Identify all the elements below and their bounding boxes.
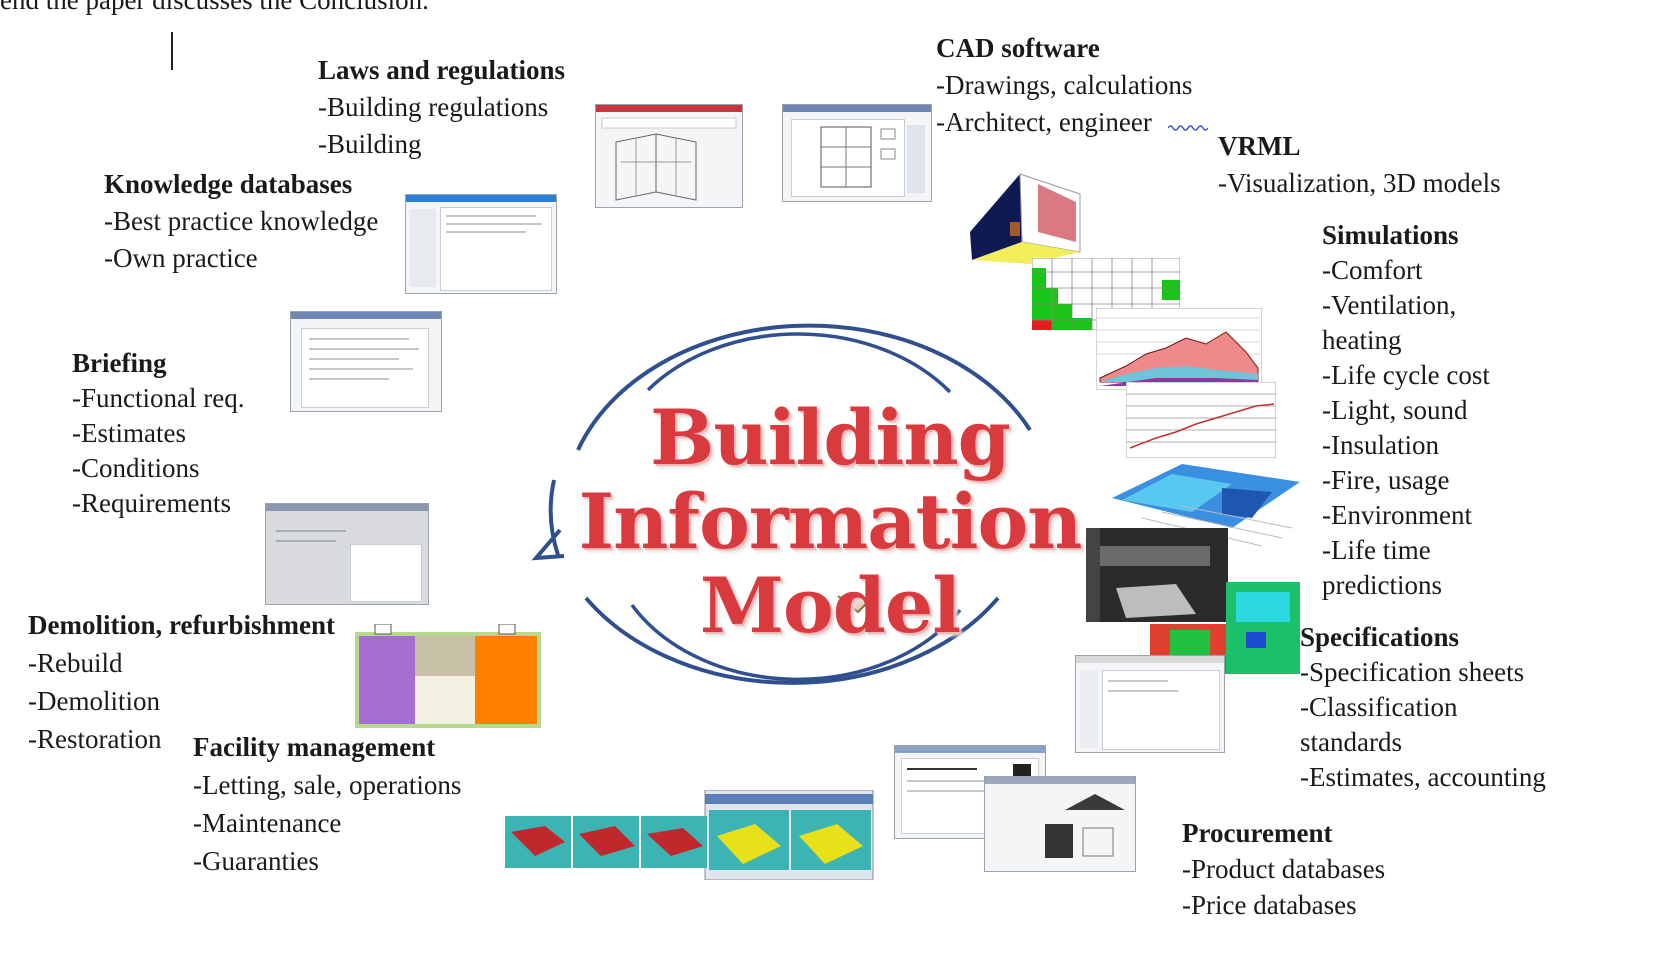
procurement-title: Procurement: [1182, 818, 1333, 848]
briefing-item-1: -Functional req.: [72, 383, 245, 413]
demolition-title: Demolition, refurbishment: [28, 610, 335, 640]
inner-arc-top: [646, 332, 952, 394]
text-cursor: [171, 32, 173, 70]
facility-item-2: -Maintenance: [193, 808, 342, 838]
product-drawing: [1045, 794, 1125, 858]
cad-block: CAD software -Drawings, calculations -Ar…: [936, 30, 1192, 141]
cad-item-1: -Drawings, calculations: [936, 70, 1193, 100]
interior-photo: [1086, 528, 1228, 622]
outer-arc-top: [576, 323, 1032, 451]
facility-item-1: -Letting, sale, operations: [193, 770, 462, 800]
simulations-block: Simulations -Comfort -Ventilation, heati…: [1322, 218, 1490, 603]
briefing-item-3: -Conditions: [72, 453, 200, 483]
briefing-item-4: -Requirements: [72, 488, 231, 518]
floorplan-sketch: [601, 117, 737, 201]
area-chart-thumb: [1096, 308, 1262, 390]
facility-title: Facility management: [193, 732, 436, 762]
vrml-title: VRML: [1218, 131, 1301, 161]
facility-3d-strip: [505, 790, 874, 880]
simulations-item-4: -Life cycle cost: [1322, 360, 1490, 390]
cad-thumbnail: [782, 104, 932, 202]
procurement-block: Procurement -Product databases -Price da…: [1182, 815, 1385, 923]
simulations-item-2: -Ventilation,: [1322, 290, 1457, 320]
cad-drawing: [820, 126, 896, 188]
bim-title-line1: Building: [650, 393, 1011, 482]
cad-title: CAD software: [936, 33, 1100, 63]
bim-title: Building Information Model: [560, 396, 1100, 648]
cad-item-2: -Architect, engineer: [936, 107, 1152, 137]
cfd-render: [1112, 464, 1300, 546]
simulations-item-10: predictions: [1322, 570, 1442, 600]
specifications-item-1: -Specification sheets: [1300, 657, 1525, 687]
vrml-item-1: -Visualization, 3D models: [1218, 168, 1501, 198]
procurement-item-2: -Price databases: [1182, 890, 1357, 920]
simulations-item-5: -Light, sound: [1322, 395, 1468, 425]
knowledge-item-2: -Own practice: [104, 243, 258, 273]
specification-thumbnail: [1075, 655, 1225, 753]
laws-block: Laws and regulations -Building regulatio…: [318, 52, 565, 163]
procurement-thumbnail-2: [984, 776, 1136, 872]
bim-title-line3: Model: [699, 561, 961, 650]
vrml-block: VRML -Visualization, 3D models: [1218, 128, 1501, 202]
arrow-head-left: [531, 528, 565, 561]
requirements-thumbnail: [265, 503, 429, 605]
laws-item-2: -Building: [318, 129, 422, 159]
vrml-render: [970, 173, 1081, 264]
simulations-item-8: -Environment: [1322, 500, 1472, 530]
false-color-render: [1150, 582, 1300, 674]
briefing-item-2: -Estimates: [72, 418, 186, 448]
top-text-label: end the paper discusses the Conclusion.: [0, 0, 429, 15]
procurement-item-1: -Product databases: [1182, 854, 1386, 884]
arrow-head-bottom: [837, 595, 873, 614]
facility-block: Facility management -Letting, sale, oper…: [193, 728, 461, 880]
spellcheck-squiggle: [1168, 125, 1208, 131]
briefing-title: Briefing: [72, 348, 167, 378]
top-text: end the paper discusses the Conclusion.: [0, 0, 429, 19]
specifications-block: Specifications -Specification sheets -Cl…: [1300, 620, 1546, 795]
bim-title-line2: Information: [578, 477, 1083, 566]
line-chart-thumb: [1126, 382, 1276, 458]
demolition-item-3: -Restoration: [28, 724, 162, 754]
cycle-arrows: [531, 323, 1032, 685]
demolition-floorplan: [355, 624, 541, 728]
simulations-item-3: heating: [1322, 325, 1402, 355]
outer-arc-left: [548, 479, 560, 556]
briefing-thumbnail: [290, 311, 442, 412]
simulations-item-6: -Insulation: [1322, 430, 1439, 460]
simulations-item-7: -Fire, usage: [1322, 465, 1450, 495]
demolition-item-2: -Demolition: [28, 686, 160, 716]
laws-thumbnail: [595, 104, 743, 208]
knowledge-block: Knowledge databases -Best practice knowl…: [104, 166, 378, 277]
briefing-block: Briefing -Functional req. -Estimates -Co…: [72, 346, 244, 521]
specifications-item-3: standards: [1300, 727, 1402, 757]
knowledge-thumbnail: [405, 194, 557, 294]
outer-arc-bottom: [584, 596, 1000, 685]
specifications-item-4: -Estimates, accounting: [1300, 762, 1546, 792]
specifications-item-2: -Classification: [1300, 692, 1458, 722]
laws-item-1: -Building regulations: [318, 92, 549, 122]
specifications-title: Specifications: [1300, 622, 1459, 652]
inner-arc-bottom: [630, 603, 962, 682]
demolition-block: Demolition, refurbishment -Rebuild -Demo…: [28, 606, 335, 758]
demolition-item-1: -Rebuild: [28, 648, 123, 678]
facility-item-3: -Guaranties: [193, 846, 319, 876]
knowledge-item-1: -Best practice knowledge: [104, 206, 379, 236]
laws-title: Laws and regulations: [318, 55, 566, 85]
simulations-item-1: -Comfort: [1322, 255, 1423, 285]
knowledge-title: Knowledge databases: [104, 169, 353, 199]
simulations-title: Simulations: [1322, 220, 1459, 250]
simulations-item-9: -Life time: [1322, 535, 1431, 565]
